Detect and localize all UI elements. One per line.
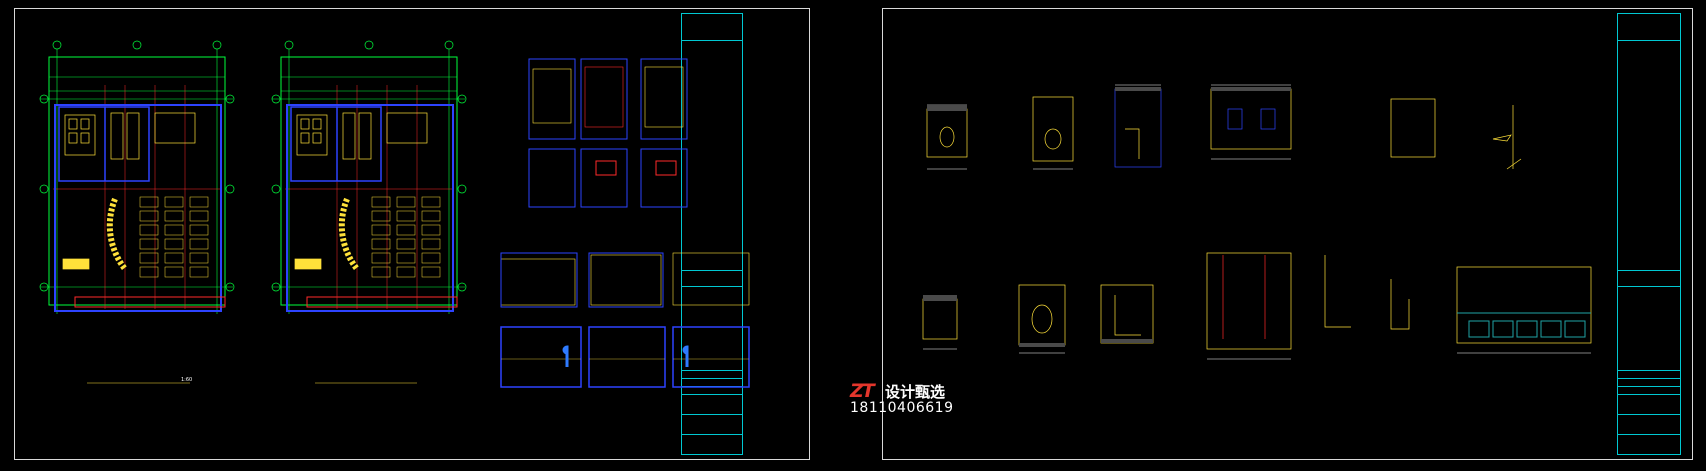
watermark: ZT 设计甄选 18110406619 <box>850 380 980 416</box>
floor-plans-and-elevations-left: 1:60 <box>39 40 750 388</box>
floor-plan-2 <box>271 40 467 314</box>
wall-elevations <box>500 326 750 388</box>
title-block-right <box>1617 13 1681 455</box>
vanity-elevation-tiles <box>1457 312 1591 338</box>
plan-scale-label: 1:60 <box>181 377 192 383</box>
detail-plans <box>500 58 750 308</box>
drawing-sheet-right <box>882 8 1693 460</box>
watermark-logo: ZT <box>850 380 875 402</box>
watermark-brand: 设计甄选 <box>885 383 946 401</box>
watermark-phone: 18110406619 <box>850 400 954 416</box>
floor-plan-1 <box>39 40 235 314</box>
drawing-sheet-left: 1:60 <box>14 8 810 460</box>
section-details-right <box>922 84 1592 360</box>
